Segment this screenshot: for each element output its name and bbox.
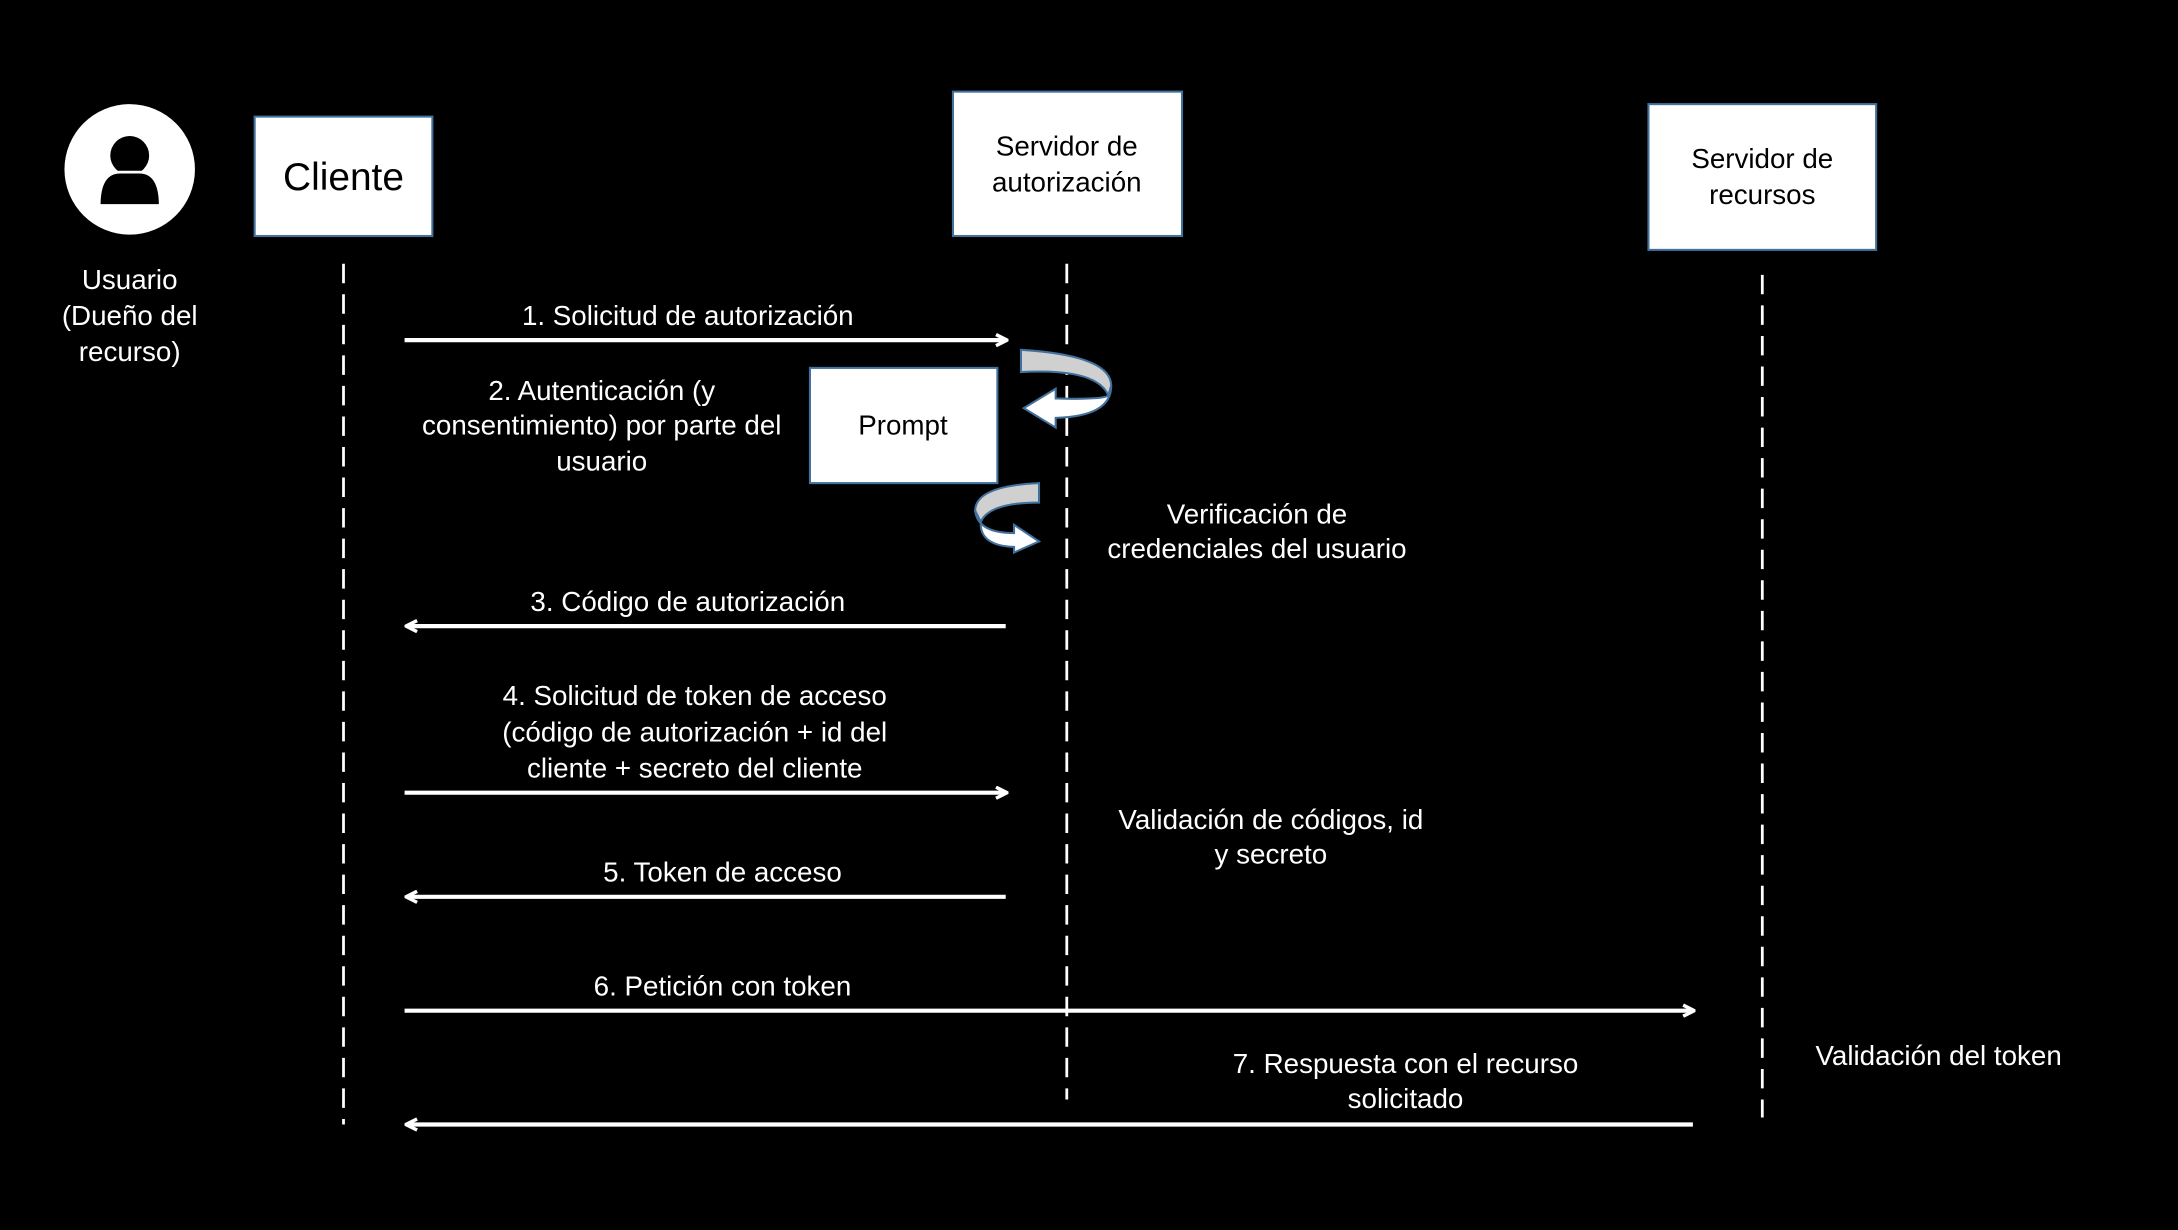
- step-1-label: 1. Solicitud de autorización: [522, 300, 854, 331]
- curved-arrow-icon: [1019, 348, 1113, 430]
- user-label-1: Usuario: [82, 264, 178, 295]
- user-label-3: recurso): [79, 336, 181, 367]
- auth-server-label-2: autorización: [992, 167, 1142, 198]
- step-5-label: 5. Token de acceso: [603, 857, 842, 888]
- verify-credentials-note-2: credenciales del usuario: [1107, 533, 1406, 564]
- prompt-box: [808, 366, 999, 485]
- validate-token-note: Validación del token: [1815, 1040, 2061, 1071]
- step-7-label-1: 7. Respuesta con el recurso: [1233, 1048, 1579, 1079]
- validate-codes-note-2: y secreto: [1215, 838, 1328, 869]
- step-4-label-1: 4. Solicitud de token de acceso: [503, 680, 887, 711]
- step-2-label-3: usuario: [556, 446, 647, 477]
- step-7-label-2: solicitado: [1348, 1083, 1464, 1114]
- resource-server-label-2: recursos: [1709, 179, 1815, 210]
- resource-server-label-1: Servidor de: [1691, 143, 1833, 174]
- user-label-2: (Dueño del: [62, 300, 198, 331]
- resource-server-box: [1647, 103, 1878, 251]
- verify-credentials-note-1: Verificación de: [1167, 498, 1347, 529]
- step-3-label: 3. Código de autorización: [530, 586, 845, 617]
- user-icon: [64, 104, 195, 235]
- curved-arrow-icon: [974, 482, 1042, 555]
- validate-codes-note-1: Validación de códigos, id: [1118, 804, 1423, 835]
- step-4-label-2: (código de autorización + id del: [502, 716, 887, 747]
- step-2-label-2: consentimiento) por parte del: [422, 410, 781, 441]
- prompt-label: Prompt: [858, 410, 948, 441]
- client-label: Cliente: [283, 156, 404, 199]
- step-2-label-1: 2. Autenticación (y: [488, 375, 715, 406]
- client-box: [253, 115, 434, 238]
- step-4-label-3: cliente + secreto del cliente: [527, 752, 863, 783]
- auth-server-box: [951, 90, 1184, 238]
- auth-server-label-1: Servidor de: [996, 130, 1138, 161]
- step-6-label: 6. Petición con token: [594, 970, 852, 1001]
